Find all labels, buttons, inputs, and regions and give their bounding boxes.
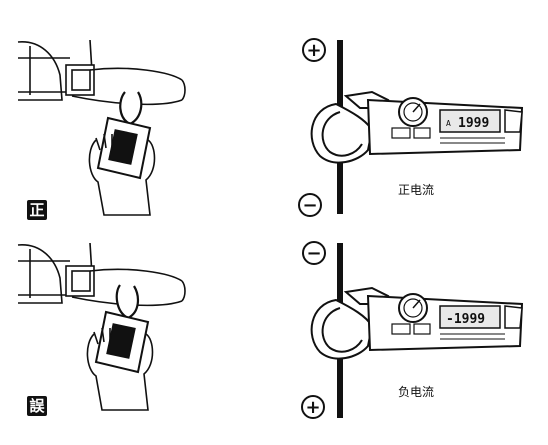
bottom-hand-illustration — [17, 242, 186, 411]
bottom-plus-icon: + — [301, 395, 325, 419]
bottom-conductor-bottom-symbol: + — [305, 397, 320, 418]
bottom-meter-reading: -1999 — [446, 312, 485, 327]
bottom-caption: 负电流 — [398, 385, 435, 399]
bottom-wrong-tag: 誤 — [27, 396, 47, 416]
bottom-minus-icon: − — [302, 241, 326, 265]
top-minus-icon: − — [298, 193, 322, 217]
top-conductor-bottom-symbol: − — [302, 195, 317, 216]
bottom-conductor-top-symbol: − — [306, 243, 321, 264]
top-caption: 正电流 — [398, 183, 435, 197]
top-meter-reading: 1999 — [458, 116, 489, 131]
top-meter-prefix: A — [446, 119, 451, 128]
bottom-clamp-meter — [310, 286, 524, 360]
top-plus-icon: + — [302, 38, 326, 62]
top-correct-tag: 正 — [27, 200, 47, 220]
top-hand-illustration — [17, 39, 186, 216]
top-clamp-meter — [310, 90, 524, 164]
top-conductor-top-symbol: + — [306, 40, 321, 61]
